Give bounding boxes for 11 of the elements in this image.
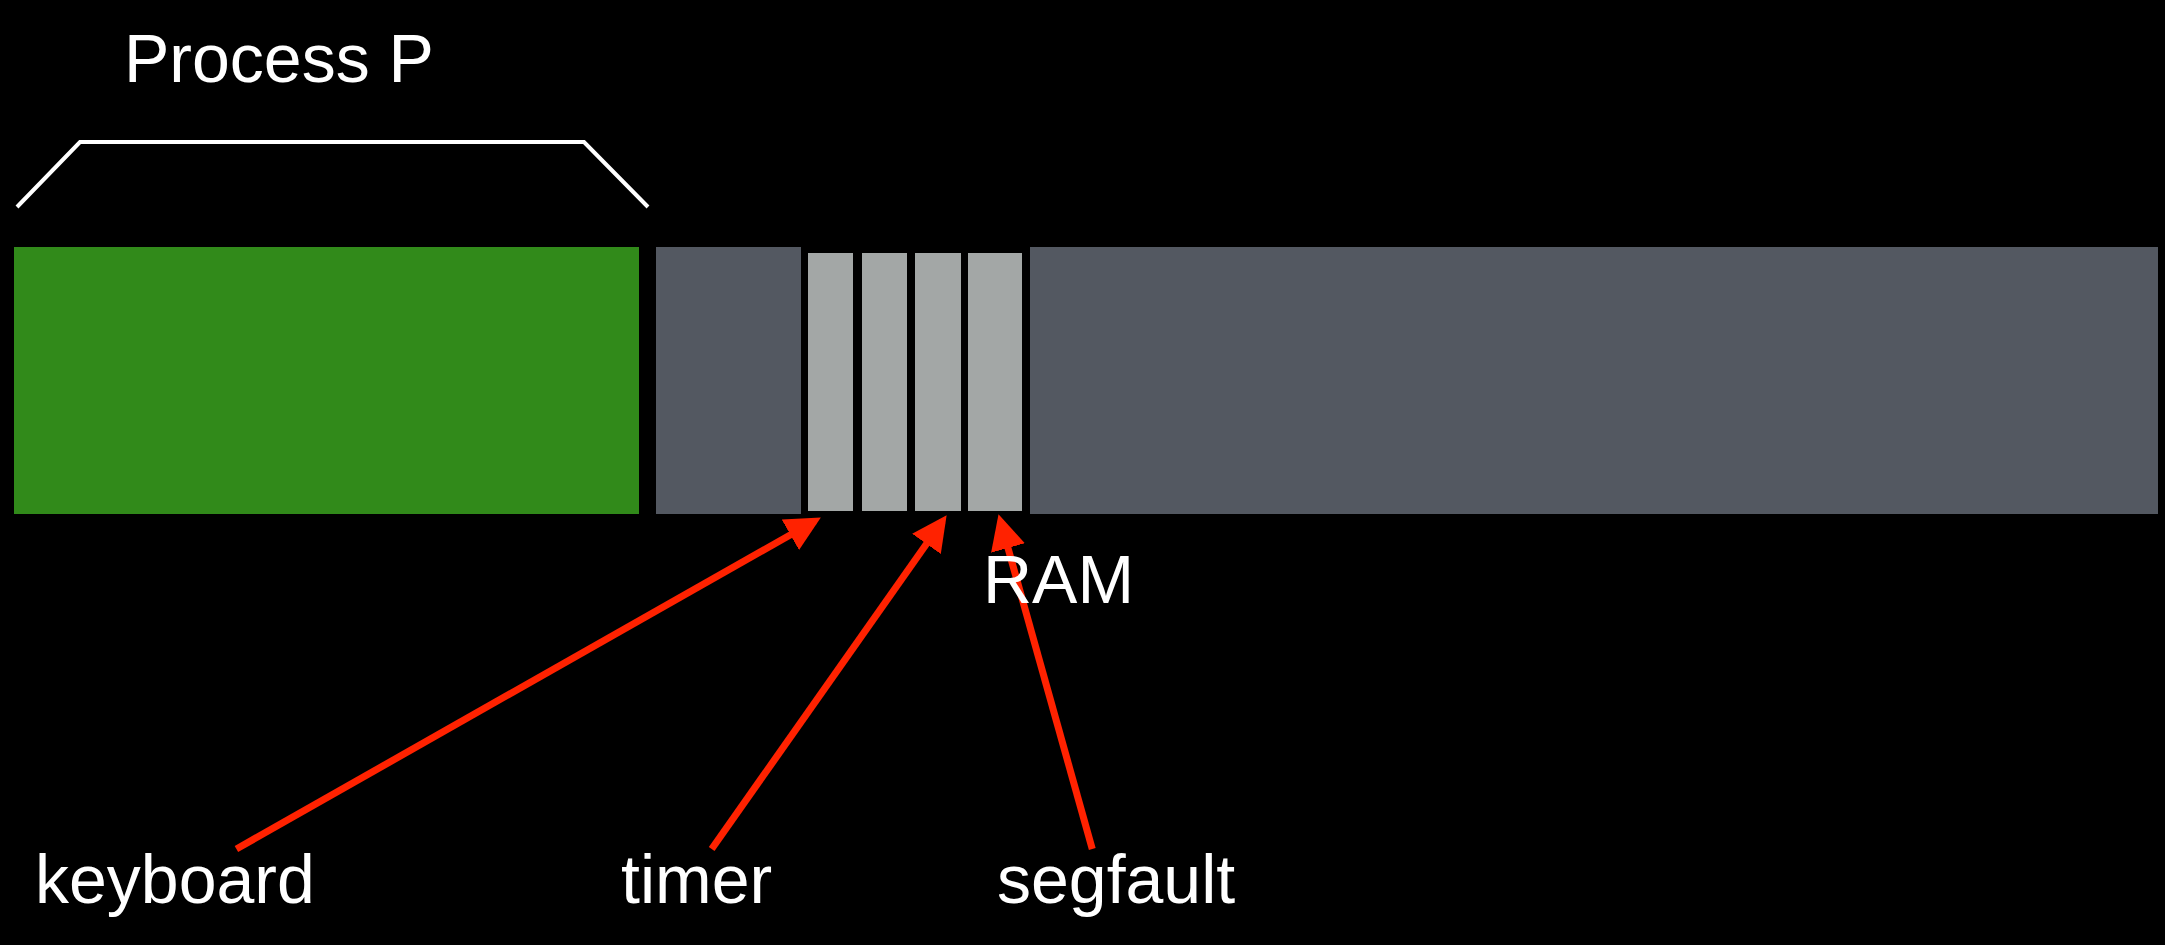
vector-slot: [862, 253, 907, 511]
memory-block: [656, 247, 801, 514]
arrow: [708, 515, 947, 851]
vector-slot: [915, 253, 961, 511]
vector-slot: [808, 253, 853, 511]
arrow: [234, 517, 821, 853]
memory-block: [1030, 247, 2158, 514]
process-label: Process P: [124, 24, 434, 92]
process-block: [14, 247, 639, 514]
interrupt-label: timer: [621, 845, 773, 913]
vector-slot: [968, 253, 1022, 511]
